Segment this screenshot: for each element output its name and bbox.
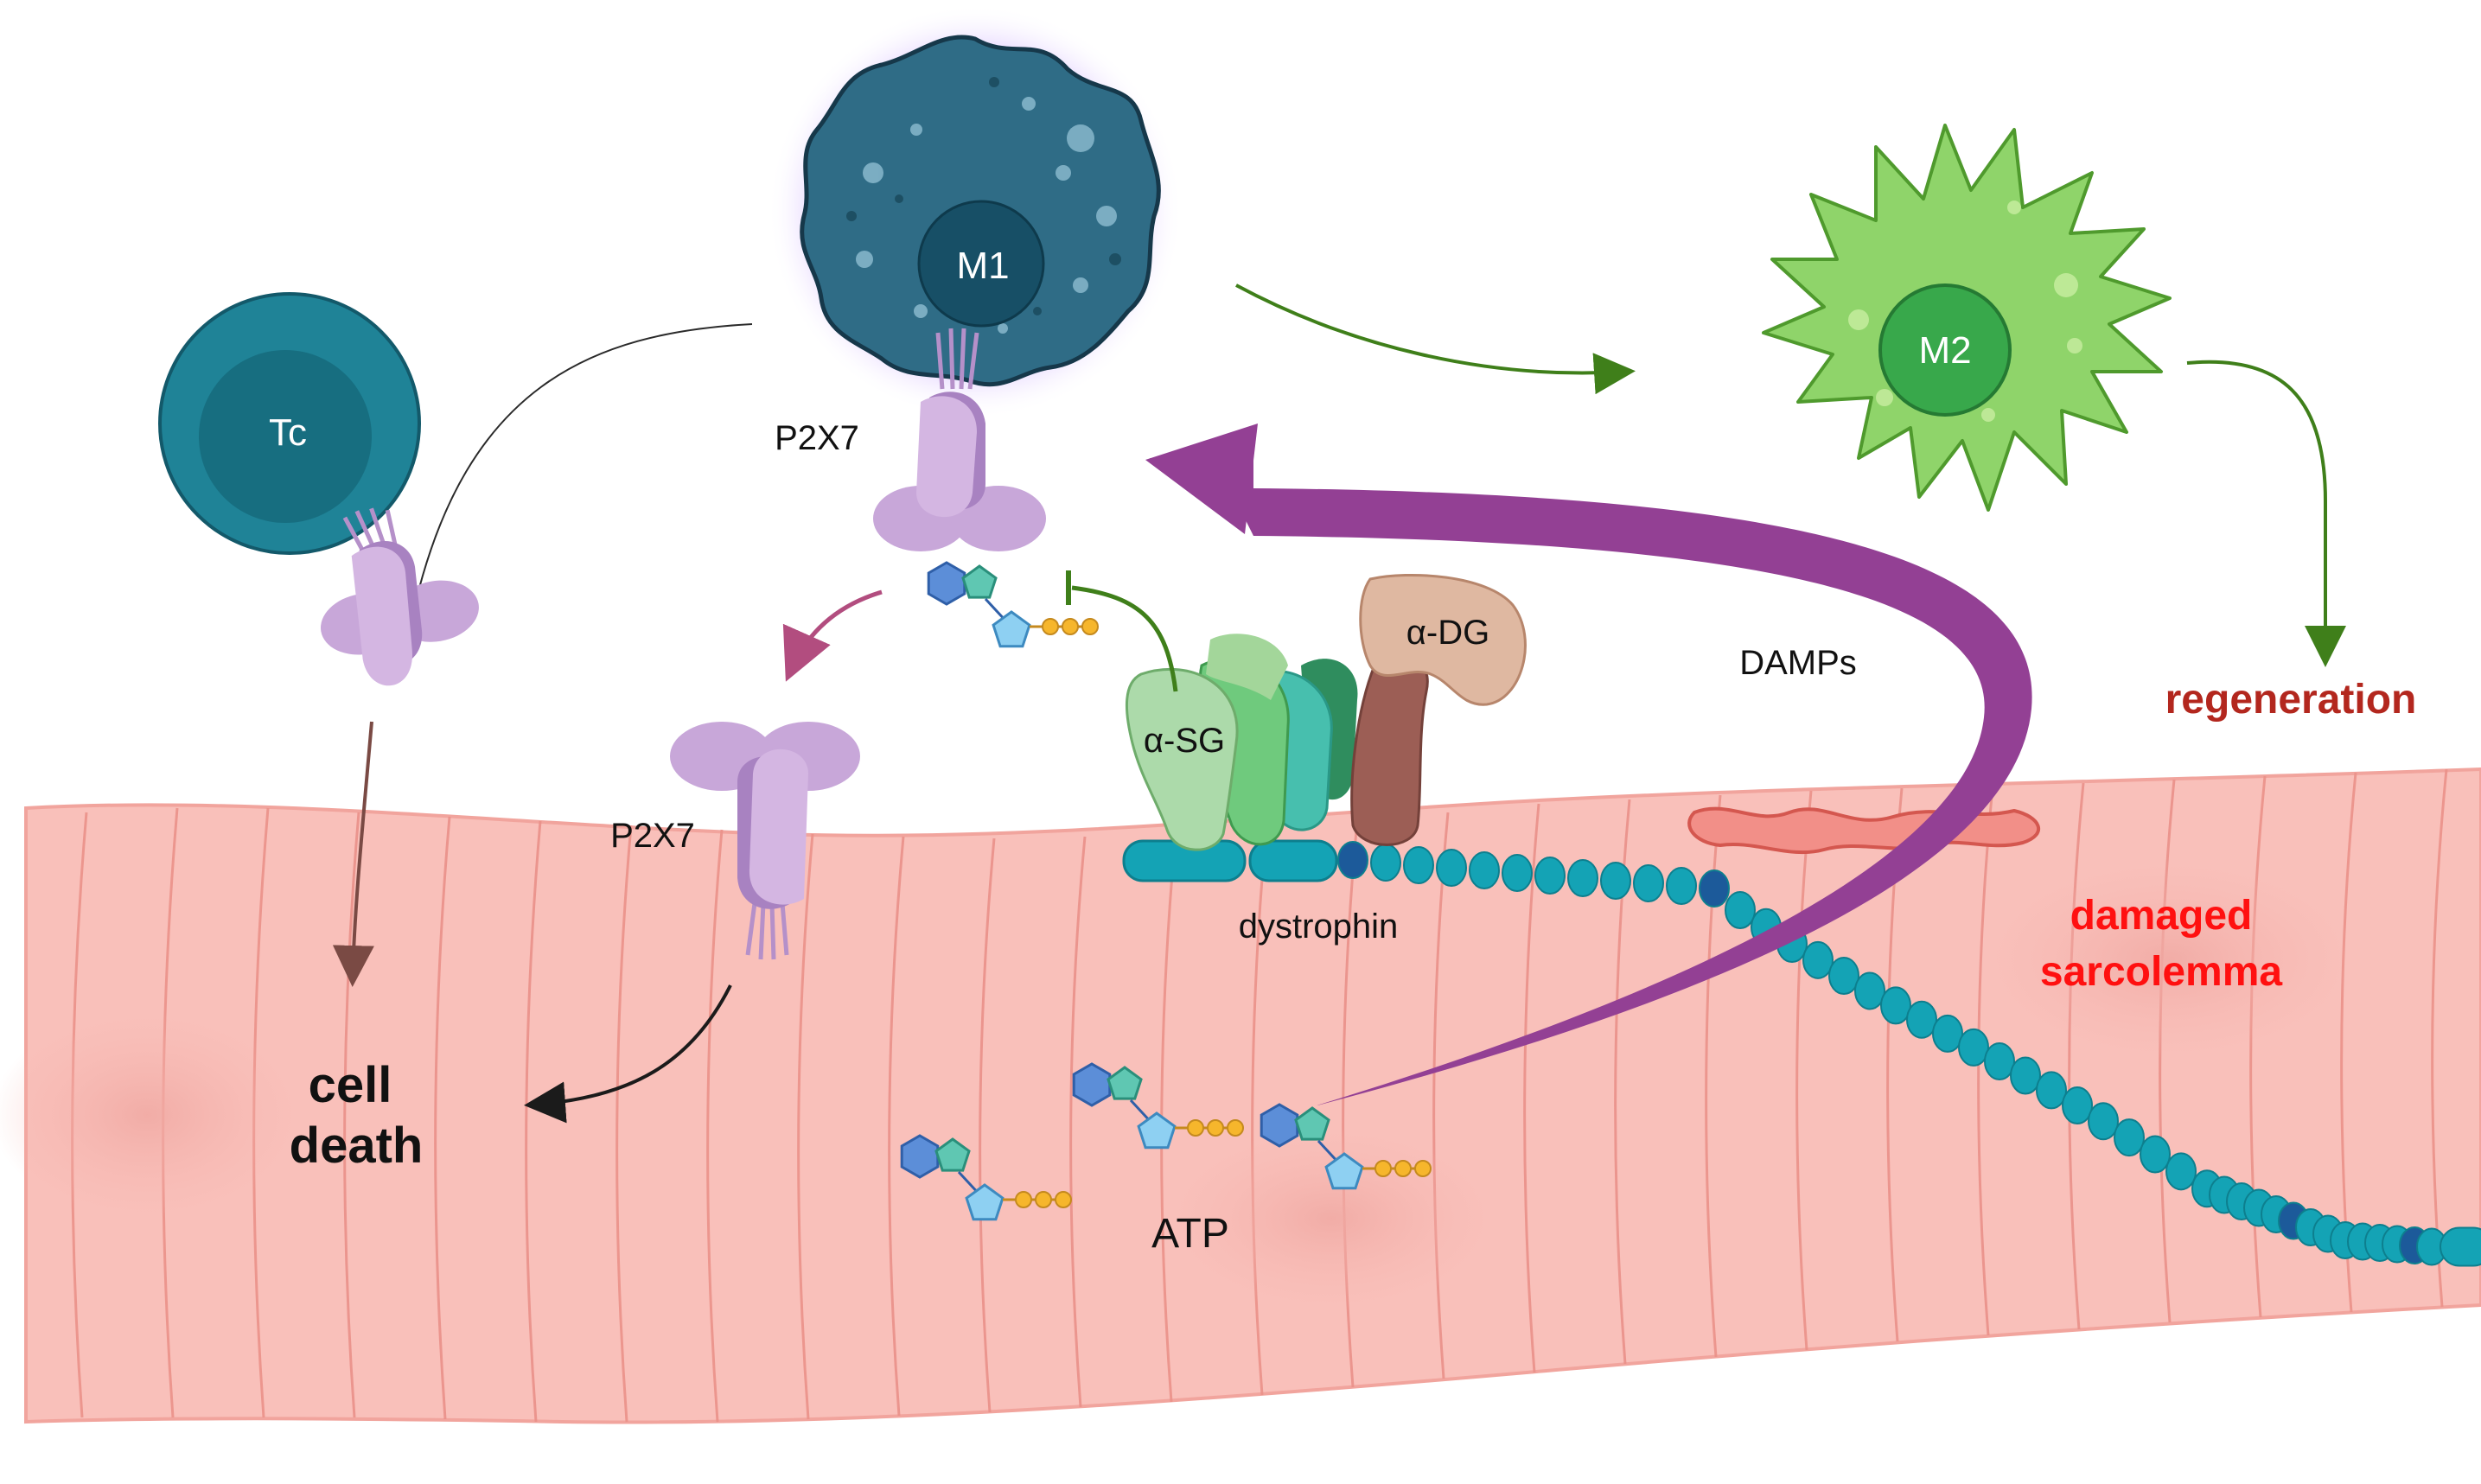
beta-dg-protein: [1350, 653, 1429, 846]
dystrophin-bead: [1469, 851, 1500, 889]
p2x7-receptor-icon: [320, 507, 479, 686]
macrophage-m2-icon: [1762, 124, 2172, 512]
dystrophin-bead: [1370, 844, 1401, 882]
dystrophin-bead: [1880, 986, 1911, 1025]
nucleus-blob-atp: [1167, 1128, 1496, 1309]
tc-label: Tc: [269, 411, 307, 454]
dystrophin-bead: [2010, 1056, 2041, 1095]
dystrophin-bead: [1666, 867, 1697, 905]
dystrophin-end-segment: [2440, 1226, 2481, 1267]
damps-label: DAMPs: [1739, 644, 1857, 682]
atp-molecules: [900, 561, 1432, 1221]
nucleus-blob-right: [1984, 860, 2356, 1059]
tc-to-cell-death-arrow: [332, 721, 374, 987]
dystrophin-bead: [1828, 956, 1859, 995]
dystrophin-bead: [1906, 1000, 1937, 1039]
alpha-sg-inhibition-arrow: [1071, 585, 1178, 692]
dystrophin-bead: [1534, 857, 1566, 895]
dystrophin-bead: [2088, 1102, 2119, 1141]
dystrophin-bead: [1958, 1028, 1989, 1067]
dystrophin-bead: [2140, 1135, 2171, 1174]
p2x7-bottom-label: P2X7: [610, 817, 695, 855]
dystrophin-bead: [1600, 862, 1631, 900]
dystrophin-bead: [2062, 1086, 2093, 1125]
atp-molecule-icon: [927, 561, 1099, 648]
cell-death-label-2: death: [290, 1118, 424, 1174]
dystrophin-bead: [1502, 854, 1533, 892]
dystrophin-bead: [1984, 1041, 2015, 1080]
p2x7-receptor-icon: [873, 328, 1046, 551]
dystrophin-bead: [1337, 841, 1368, 879]
labels: M1 M2 Tc P2X7 P2X7 DAMPs regeneration α-…: [269, 245, 2416, 1257]
regeneration-label: regeneration: [2165, 677, 2417, 723]
striation-lines: [71, 768, 2448, 1423]
arrows: [332, 283, 2346, 1124]
cell-death-label-1: cell: [309, 1057, 392, 1113]
damps-arrow-head: [1145, 424, 1258, 534]
m2-label: M2: [1918, 329, 1971, 372]
dystrophin-complex: [1122, 573, 2481, 1267]
atp-to-p2x7-arrow: [782, 589, 883, 682]
dystrophin-bead: [1802, 940, 1834, 979]
dystrophin-bead: [1403, 846, 1434, 884]
alpha-sg-label: α-SG: [1144, 722, 1225, 760]
alpha-dg-label: α-DG: [1406, 614, 1489, 652]
m2-to-regeneration-arrow: [2186, 360, 2346, 667]
damaged-label-2: sarcolemma: [2040, 949, 2282, 995]
sarcoglycan-light: [1206, 634, 1288, 700]
dystrophin-bead: [1932, 1014, 1963, 1053]
alpha-dg-protein: [1359, 573, 1527, 706]
muscle-fiber: [0, 767, 2481, 1424]
atp-molecule-icon: [900, 1134, 1072, 1221]
dystrophin-bead: [1725, 890, 1756, 929]
nucleus-blob-left: [0, 1011, 303, 1219]
dystrophin-segment-2: [1248, 839, 1338, 882]
atp-label: ATP: [1151, 1211, 1229, 1257]
dystrophin-bead: [1436, 849, 1467, 887]
m1-label: M1: [956, 245, 1009, 287]
dystrophin-bead: [2114, 1118, 2145, 1157]
m1-to-m2-arrow: [1235, 283, 1636, 395]
dystrophin-bead: [1699, 869, 1730, 908]
alpha-sg-protein: [1125, 667, 1239, 851]
dystrophin-chain: [1337, 841, 2481, 1267]
t-cell-icon: [158, 292, 421, 555]
dystrophin-bead: [1567, 859, 1598, 897]
damaged-label-1: damaged: [2070, 893, 2253, 939]
dystrophin-bead: [1854, 971, 1885, 1010]
atp-molecule-icon: [1072, 1062, 1244, 1150]
m1-to-tc-line: [414, 323, 753, 606]
dystrophin-label: dystrophin: [1239, 908, 1399, 946]
p2x7-receptor-icon: [670, 722, 860, 960]
p2x7-to-cell-death-arrow: [524, 984, 732, 1124]
macrophage-m1-icon: [768, 4, 1183, 419]
dystrophin-bead: [1633, 864, 1664, 902]
dystrophin-bead: [2165, 1152, 2197, 1191]
atp-molecule-icon: [1260, 1103, 1432, 1190]
p2x7-top-label: P2X7: [775, 419, 859, 457]
dystrophin-bead: [2036, 1071, 2067, 1110]
